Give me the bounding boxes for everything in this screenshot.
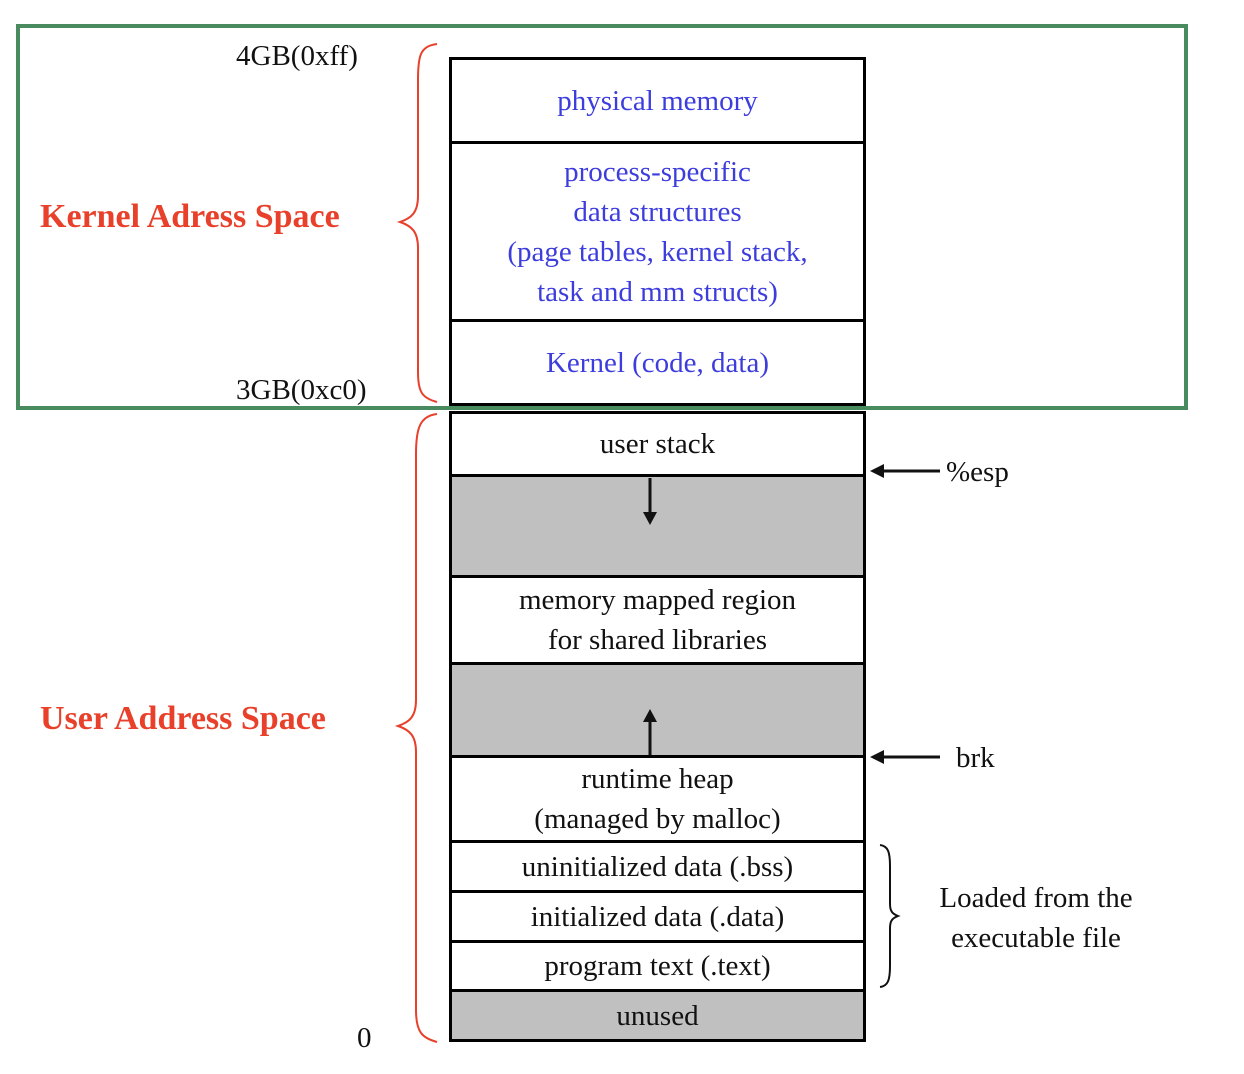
address-3gb-label: 3GB(0xc0) [236,374,367,406]
block-user-stack: user stack [449,411,866,477]
kernel-space-brace [396,43,438,403]
block-bss: uninitialized data (.bss) [449,840,866,893]
block-data: initialized data (.data) [449,890,866,943]
block-kernel-code-data: Kernel (code, data) [449,319,866,406]
loaded-data-brace [879,844,901,988]
block-heap-gap [449,662,866,758]
memory-layout-stack: physical memory process-specific data st… [449,0,866,1074]
block-physical-memory: physical memory [449,57,866,144]
esp-pointer-arrow-head [870,464,884,478]
brk-pointer-arrow-head [870,750,884,764]
block-runtime-heap: runtime heap (managed by malloc) [449,755,866,843]
block-kernel-code-data-label: Kernel (code, data) [545,346,769,379]
block-text-label: program text (.text) [544,950,771,982]
address-4gb-label: 4GB(0xff) [236,40,358,72]
user-space-brace [394,413,438,1043]
esp-label: %esp [946,456,1009,488]
address-zero-label: 0 [357,1022,372,1054]
block-data-label: initialized data (.data) [530,900,785,933]
block-physical-memory-label: physical memory [557,84,758,117]
loaded-from-executable-note: Loaded from the executable file [939,882,1133,954]
block-user-stack-label: user stack [599,428,716,460]
block-bss-label: uninitialized data (.bss) [521,850,794,883]
block-mmap-region-label: memory mapped region for shared librarie… [518,584,797,656]
heap-growth-arrow-head [643,709,657,722]
block-runtime-heap-label: runtime heap (managed by malloc) [534,763,781,835]
kernel-space-title: Kernel Adress Space [40,198,340,235]
user-space-title: User Address Space [40,700,326,737]
block-process-specific-data-label: process-specific data structures (page t… [507,155,808,308]
block-unused-label: unused [616,999,699,1032]
kernel-space-frame [16,24,1188,410]
block-unused: unused [449,989,866,1042]
block-mmap-region: memory mapped region for shared librarie… [449,575,866,665]
stack-growth-arrow-head [643,512,657,525]
brk-label: brk [956,742,995,774]
